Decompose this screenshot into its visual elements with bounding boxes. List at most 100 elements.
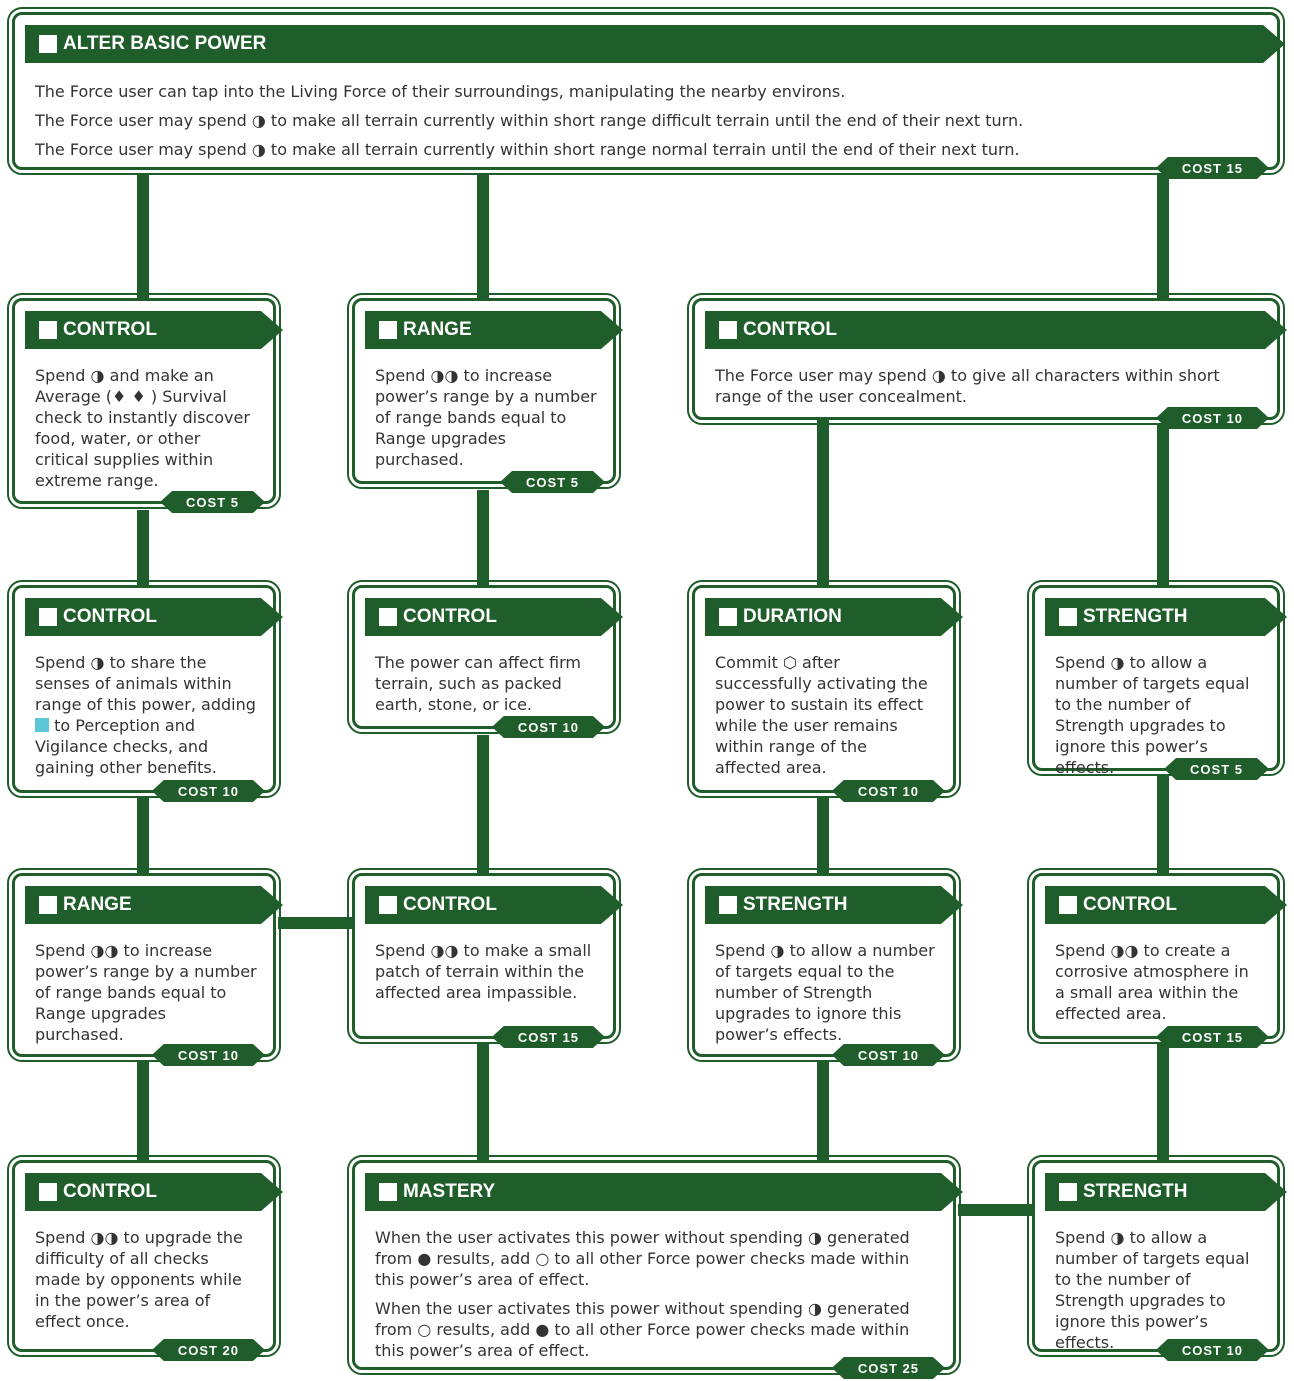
connector	[477, 175, 489, 300]
cost-tag: COST 10	[832, 1044, 945, 1066]
card-title: CONTROL	[63, 319, 157, 340]
cost-tag: COST 10	[1156, 407, 1269, 429]
square-icon	[719, 608, 737, 626]
card-text: The Force user may spend ◑ to make all t…	[35, 140, 1020, 159]
card-banner: CONTROL	[365, 598, 623, 636]
card-banner: CONTROL	[25, 311, 283, 349]
upgrade-card: RANGE Spend ◑◑ to increase power’s range…	[7, 868, 276, 1057]
cost-tag: COST 5	[1164, 758, 1269, 780]
card-banner: CONTROL	[25, 1173, 283, 1211]
upgrade-card: STRENGTH Spend ◑ to allow a number of ta…	[1027, 580, 1280, 771]
card-banner: ALTER BASIC POWER	[25, 25, 1285, 63]
connector	[1157, 1043, 1169, 1165]
connector	[137, 510, 149, 590]
card-banner: MASTERY	[365, 1173, 963, 1211]
card-text: Spend ◑◑ to make a small patch of terrai…	[375, 941, 592, 1002]
card-title: MASTERY	[403, 1181, 496, 1202]
upgrade-card: CONTROL Spend ◑ and make an Average (♦ ♦…	[7, 293, 276, 504]
square-icon	[379, 1183, 397, 1201]
boost-die-icon	[35, 718, 49, 732]
card-title: STRENGTH	[1083, 1181, 1188, 1202]
cost-tag: COST 25	[832, 1357, 945, 1379]
cost-tag: COST 10	[492, 716, 605, 738]
card-text: When the user activates this power witho…	[375, 1299, 910, 1360]
connector	[958, 1204, 1034, 1216]
card-title: CONTROL	[403, 606, 497, 627]
card-body: When the user activates this power witho…	[375, 1227, 937, 1369]
card-banner: RANGE	[25, 886, 283, 924]
card-text: Spend ◑ to allow a number of targets equ…	[1055, 653, 1250, 777]
card-text: Spend ◑ to allow a number of targets equ…	[1055, 1228, 1250, 1352]
card-banner: DURATION	[705, 598, 963, 636]
square-icon	[379, 608, 397, 626]
square-icon	[379, 321, 397, 339]
card-text: Spend ◑ to allow a number of targets equ…	[715, 941, 935, 1044]
cost-tag: COST 15	[1156, 157, 1269, 179]
square-icon	[39, 896, 57, 914]
card-title: STRENGTH	[743, 894, 848, 915]
square-icon	[39, 1183, 57, 1201]
upgrade-card: RANGE Spend ◑◑ to increase power’s range…	[347, 293, 616, 484]
square-icon	[1059, 608, 1077, 626]
square-icon	[719, 896, 737, 914]
connector	[477, 735, 489, 878]
cost-tag: COST 10	[832, 780, 945, 802]
card-title: RANGE	[403, 319, 472, 340]
card-text: Spend ◑◑ to increase power’s range by a …	[375, 366, 597, 469]
card-title: CONTROL	[1083, 894, 1177, 915]
mastery-card: MASTERY When the user activates this pow…	[347, 1155, 956, 1370]
card-text: Spend ◑◑ to upgrade the difficulty of al…	[35, 1228, 243, 1331]
card-text: Commit ⬡ after successfully activating t…	[715, 653, 928, 777]
square-icon	[1059, 1183, 1077, 1201]
card-body: Spend ◑ to share the senses of animals w…	[35, 652, 257, 778]
connector	[477, 1043, 489, 1165]
upgrade-card: CONTROL The power can affect firm terrai…	[347, 580, 616, 729]
connector	[817, 1062, 829, 1165]
connector	[817, 798, 829, 878]
square-icon	[39, 35, 57, 53]
card-title: RANGE	[63, 894, 132, 915]
square-icon	[39, 321, 57, 339]
card-text: The Force user can tap into the Living F…	[35, 82, 846, 101]
cost-tag: COST 15	[1156, 1026, 1269, 1048]
upgrade-card: CONTROL Spend ◑◑ to upgrade the difficul…	[7, 1155, 276, 1352]
card-title: CONTROL	[403, 894, 497, 915]
card-banner: STRENGTH	[705, 886, 963, 924]
connector	[278, 917, 354, 929]
connector	[137, 175, 149, 300]
upgrade-card: CONTROL Spend ◑ to share the senses of a…	[7, 580, 276, 793]
upgrade-card: CONTROL The Force user may spend ◑ to gi…	[687, 293, 1280, 420]
connector	[137, 1062, 149, 1165]
connector	[817, 415, 829, 590]
card-title: CONTROL	[63, 1181, 157, 1202]
cost-tag: COST 10	[1156, 1339, 1269, 1361]
upgrade-card: DURATION Commit ⬡ after successfully act…	[687, 580, 956, 793]
card-text: The Force user may spend ◑ to give all c…	[715, 366, 1220, 406]
card-text: The Force user may spend ◑ to make all t…	[35, 111, 1024, 130]
card-banner: CONTROL	[1045, 886, 1287, 924]
square-icon	[39, 608, 57, 626]
card-banner: STRENGTH	[1045, 598, 1287, 636]
card-text: When the user activates this power witho…	[375, 1228, 910, 1289]
upgrade-card: STRENGTH Spend ◑ to allow a number of ta…	[1027, 1155, 1280, 1352]
cost-tag: COST 15	[492, 1026, 605, 1048]
card-title: CONTROL	[63, 606, 157, 627]
card-body: The Force user can tap into the Living F…	[35, 77, 1261, 164]
connector	[477, 490, 489, 590]
cost-tag: COST 20	[152, 1339, 265, 1361]
cost-tag: COST 10	[152, 1044, 265, 1066]
card-banner: STRENGTH	[1045, 1173, 1287, 1211]
connector	[1157, 425, 1169, 590]
square-icon	[379, 896, 397, 914]
card-text: Spend ◑ and make an Average (♦ ♦ ) Survi…	[35, 366, 250, 490]
card-text: Spend ◑ to share the senses of animals w…	[35, 653, 256, 714]
basic-power-card: ALTER BASIC POWER The Force user can tap…	[7, 7, 1285, 170]
connector	[137, 798, 149, 878]
card-text: Spend ◑◑ to increase power’s range by a …	[35, 941, 257, 1044]
cost-tag: COST 10	[152, 780, 265, 802]
connector	[1157, 775, 1169, 878]
card-title: ALTER BASIC POWER	[63, 33, 267, 54]
cost-tag: COST 5	[500, 471, 605, 493]
upgrade-card: CONTROL Spend ◑◑ to create a corrosive a…	[1027, 868, 1280, 1039]
upgrade-card: STRENGTH Spend ◑ to allow a number of ta…	[687, 868, 956, 1057]
